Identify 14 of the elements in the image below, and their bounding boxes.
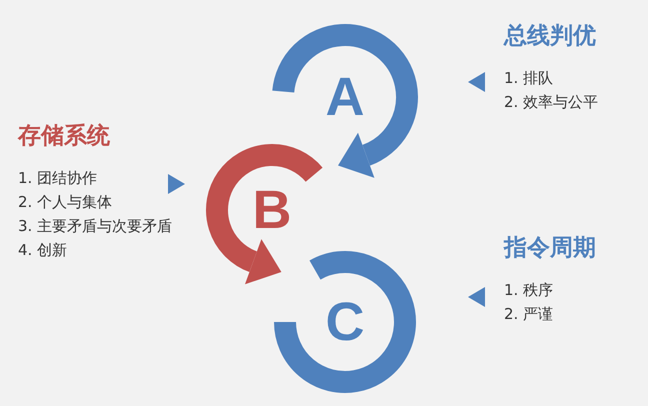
- ring-letter: B: [252, 183, 292, 237]
- list-item: 1. 排队: [504, 68, 554, 89]
- list-item: 1. 秩序: [504, 280, 554, 301]
- list-item: 3. 主要矛盾与次要矛盾: [18, 216, 172, 237]
- list-item: 2. 个人与集体: [18, 192, 114, 213]
- section-heading: 存储系统: [18, 122, 111, 151]
- section-heading: 总线判优: [504, 22, 597, 51]
- ring-letter: C: [326, 295, 364, 349]
- section-heading: 指令周期: [504, 234, 596, 263]
- list-item: 1. 团结协作: [18, 168, 98, 189]
- ring-letter: A: [326, 70, 364, 124]
- list-item: 2. 严谨: [504, 304, 554, 325]
- list-item: 2. 效率与公平: [504, 92, 598, 113]
- list-item: 4. 创新: [18, 240, 68, 261]
